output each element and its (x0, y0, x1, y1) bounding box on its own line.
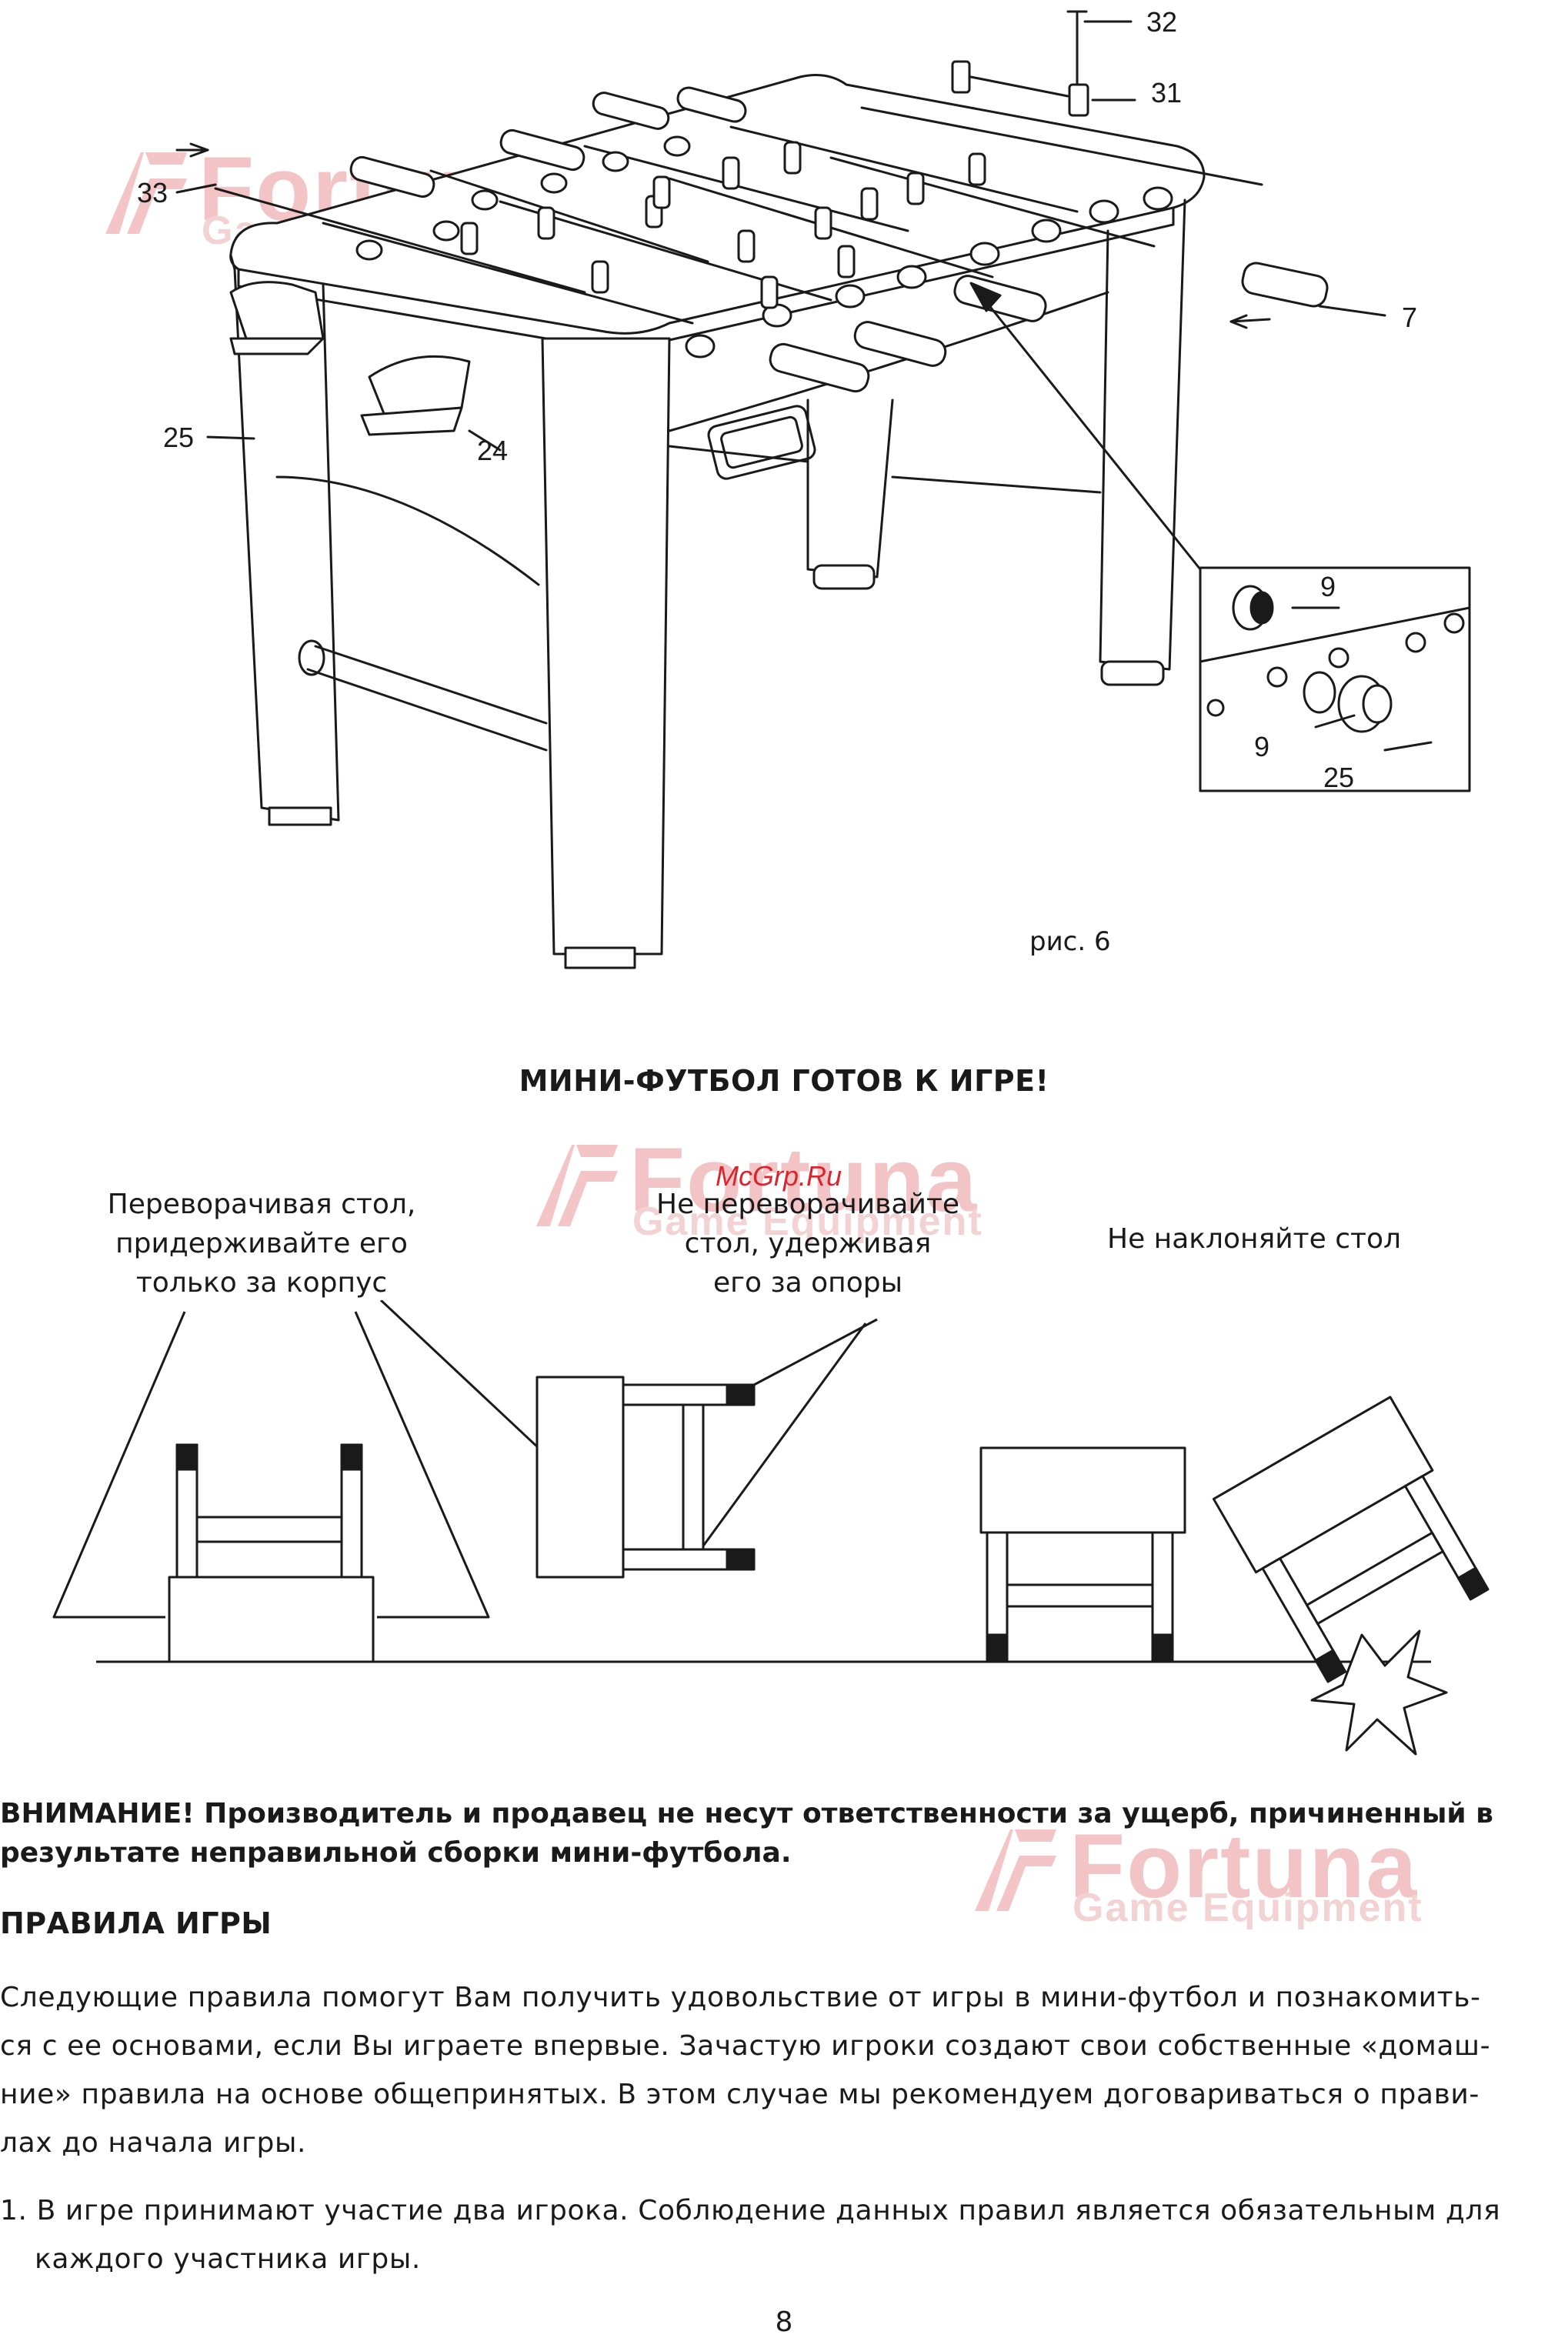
rules-intro-line-3: ние» правила на основе общепринятых. В э… (0, 2079, 1480, 2110)
watermark-brand: Fortuna (1069, 1816, 1419, 1917)
fortuna-logo-icon (975, 1829, 1056, 1911)
fortuna-logo-icon (105, 152, 187, 234)
note-wrong: Не переворачивайте стол, удерживая его з… (600, 1185, 1016, 1302)
callout-25-detail: 25 (1323, 762, 1355, 793)
rules-item-1-line-1: 1. В игре принимают участие два игрока. … (0, 2195, 1501, 2226)
rules-intro-line-4: лах до начала игры. (0, 2127, 307, 2159)
note-correct-line-3: только за корпус (135, 1267, 388, 1299)
note-wrong-line-3: его за опоры (712, 1267, 903, 1299)
callout-31: 31 (1151, 77, 1183, 108)
note-tilt: Не наклоняйте стол (1107, 1223, 1401, 1255)
rules-title: ПРАВИЛА ИГРЫ (0, 1906, 272, 1940)
section-title: МИНИ-ФУТБОЛ ГОТОВ К ИГРЕ! (519, 1064, 1049, 1098)
callout-24: 24 (477, 435, 509, 466)
note-correct-line-1: Переворачивая стол, (107, 1189, 416, 1220)
warning-text: ВНИМАНИЕ! Производитель и продавец не не… (0, 1794, 1568, 1873)
callout-25: 25 (163, 422, 195, 453)
note-correct: Переворачивая стол, придерживайте его то… (46, 1185, 477, 1302)
watermark-sub: Game Equipment (632, 1199, 983, 1244)
figure-caption: рис. 6 (1029, 926, 1111, 957)
rules-intro-line-2: ся с ее основами, если Вы играете впервы… (0, 2030, 1491, 2062)
note-wrong-line-2: стол, удерживая (684, 1228, 932, 1259)
warning-line-2: результате неправильной сборки мини-футб… (0, 1837, 792, 1869)
callout-7: 7 (1402, 302, 1418, 333)
callout-9-top: 9 (1320, 571, 1336, 602)
foosball-table-illustration (175, 10, 1471, 969)
callout-9-bottom: 9 (1254, 731, 1270, 762)
callout-32: 32 (1146, 6, 1178, 38)
warning-line-1: ВНИМАНИЕ! Производитель и продавец не не… (0, 1798, 1493, 1829)
page-number: 8 (775, 2306, 793, 2338)
rules-intro: Следующие правила помогут Вам получить у… (0, 1973, 1568, 2167)
callout-33: 33 (137, 177, 168, 208)
rules-item-1: 1. В игре принимают участие два игрока. … (0, 2186, 1568, 2283)
watermark-brand: Fortuna (629, 1129, 979, 1231)
note-wrong-line-1: Не переворачивайте (656, 1189, 959, 1220)
note-correct-line-2: придерживайте его (115, 1228, 408, 1259)
watermark-sub: Game Equipment (1073, 1886, 1423, 1930)
rules-item-1-line-2: каждого участника игры. (35, 2243, 421, 2275)
rules-intro-line-1: Следующие правила помогут Вам получить у… (0, 1982, 1481, 2013)
site-watermark: McGrp.Ru (716, 1160, 842, 1192)
table-handling-diagram (52, 1300, 1490, 1756)
fortuna-logo-icon (536, 1145, 618, 1226)
